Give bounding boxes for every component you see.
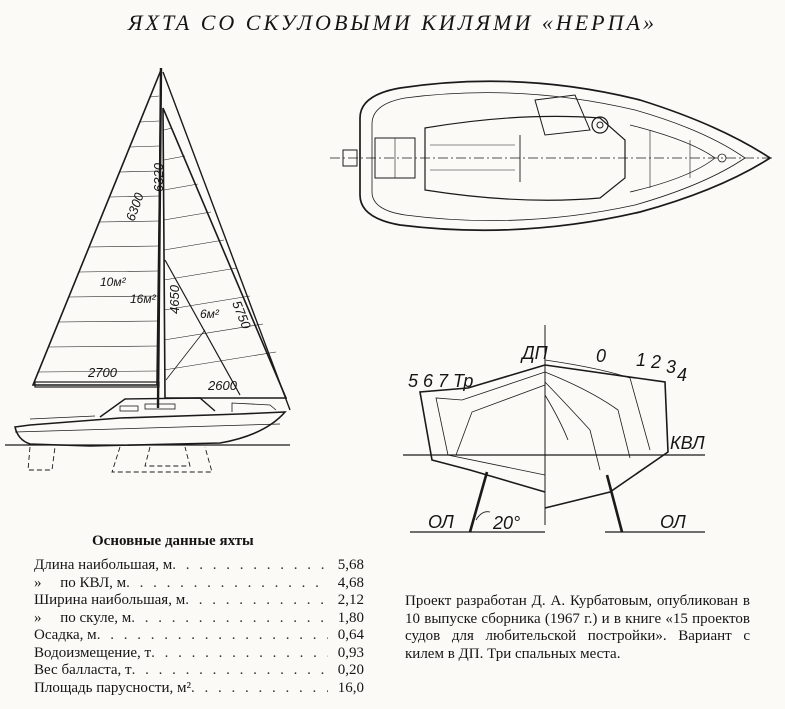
genoa-foot-dim-label: 2600	[207, 378, 238, 393]
mast-dim-label: 6320	[151, 162, 166, 192]
ol-left-label: ОЛ	[428, 512, 454, 532]
specs-row: Вес балласта, т. . . . . . . . . . . . .…	[34, 662, 364, 680]
spec-value: 1,80	[337, 609, 364, 626]
project-note: Проект разработан Д. А. Курбатовым, опуб…	[405, 593, 750, 662]
deck-plan-drawing	[330, 80, 775, 232]
specs-row: Осадка, м. . . . . . . . . . . . . . . .…	[34, 627, 364, 645]
leader-dots: . . . . . . . . . . . . . . . . . . . .	[172, 557, 328, 573]
station-0-label: 0	[596, 346, 606, 366]
leader-dots: . . . . . . . . . . . . . . . . . . . .	[191, 679, 328, 696]
spec-name: Вес балласта, т	[34, 662, 132, 678]
spec-value: 0,20	[337, 662, 364, 678]
spec-name: Осадка, м	[34, 627, 97, 643]
specs-title: Основные данные яхты	[92, 533, 254, 549]
station-4-label: 4	[677, 365, 687, 385]
dp-label: ДП	[520, 343, 549, 363]
spec-value: 5,68	[337, 557, 364, 573]
spec-name: Водоизмещение, т	[34, 644, 152, 661]
spec-name: » по скуле, м	[34, 609, 132, 626]
spec-name: Ширина наибольшая, м	[34, 592, 186, 608]
total-area-label: 16м²	[130, 292, 157, 306]
sail-plan-drawing	[5, 67, 291, 473]
luff-dim-label: 6300	[123, 190, 147, 223]
specs-row: » по КВЛ, м. . . . . . . . . . . . . . .…	[34, 575, 364, 593]
specs-row: Длина наибольшая, м. . . . . . . . . . .…	[34, 557, 364, 575]
spec-value: 4,68	[337, 574, 364, 591]
body-section-drawing	[403, 325, 705, 533]
spec-name: » по КВЛ, м	[34, 574, 127, 591]
spec-value: 16,0	[337, 679, 364, 696]
kvl-label: КВЛ	[670, 433, 705, 453]
leader-dots: . . . . . . . . . . . . . . . . . . . .	[96, 627, 328, 643]
spec-value: 0,93	[337, 644, 364, 661]
leader-dots: . . . . . . . . . . . . . . . . . . . .	[185, 592, 328, 608]
spec-value: 0,64	[337, 627, 364, 643]
spec-name: Длина наибольшая, м	[34, 557, 173, 573]
mainsail-area-label: 10м²	[100, 275, 127, 289]
specs-row: Ширина наибольшая, м. . . . . . . . . . …	[34, 592, 364, 610]
keel-angle-label: 20°	[492, 513, 520, 533]
station-3-label: 3	[666, 357, 676, 377]
specs-row: Площадь парусности, м². . . . . . . . . …	[34, 680, 364, 698]
ol-right-label: ОЛ	[660, 512, 686, 532]
leader-dots: . . . . . . . . . . . . . . . . . . . .	[126, 574, 328, 591]
leader-dots: . . . . . . . . . . . . . . . . . . . .	[131, 662, 328, 678]
jib-area-label: 6м²	[200, 307, 220, 321]
boom-dim-label: 2700	[87, 365, 118, 380]
specs-table: Длина наибольшая, м. . . . . . . . . . .…	[34, 557, 364, 697]
page-title: ЯХТА СО СКУЛОВЫМИ КИЛЯМИ «НЕРПА»	[128, 10, 657, 35]
leader-dots: . . . . . . . . . . . . . . . . . . . .	[131, 609, 328, 626]
spec-value: 2,12	[337, 592, 364, 608]
foretriangle-dim-label: 4650	[167, 284, 182, 314]
spec-name: Площадь парусности, м²	[34, 679, 192, 696]
specs-row: Водоизмещение, т. . . . . . . . . . . . …	[34, 645, 364, 663]
stations-left-label: 5 6 7 Тр	[408, 371, 473, 391]
station-2-label: 2	[650, 352, 661, 372]
leader-dots: . . . . . . . . . . . . . . . . . . . .	[151, 644, 328, 661]
station-1-label: 1	[636, 350, 646, 370]
specs-row: » по скуле, м. . . . . . . . . . . . . .…	[34, 610, 364, 628]
